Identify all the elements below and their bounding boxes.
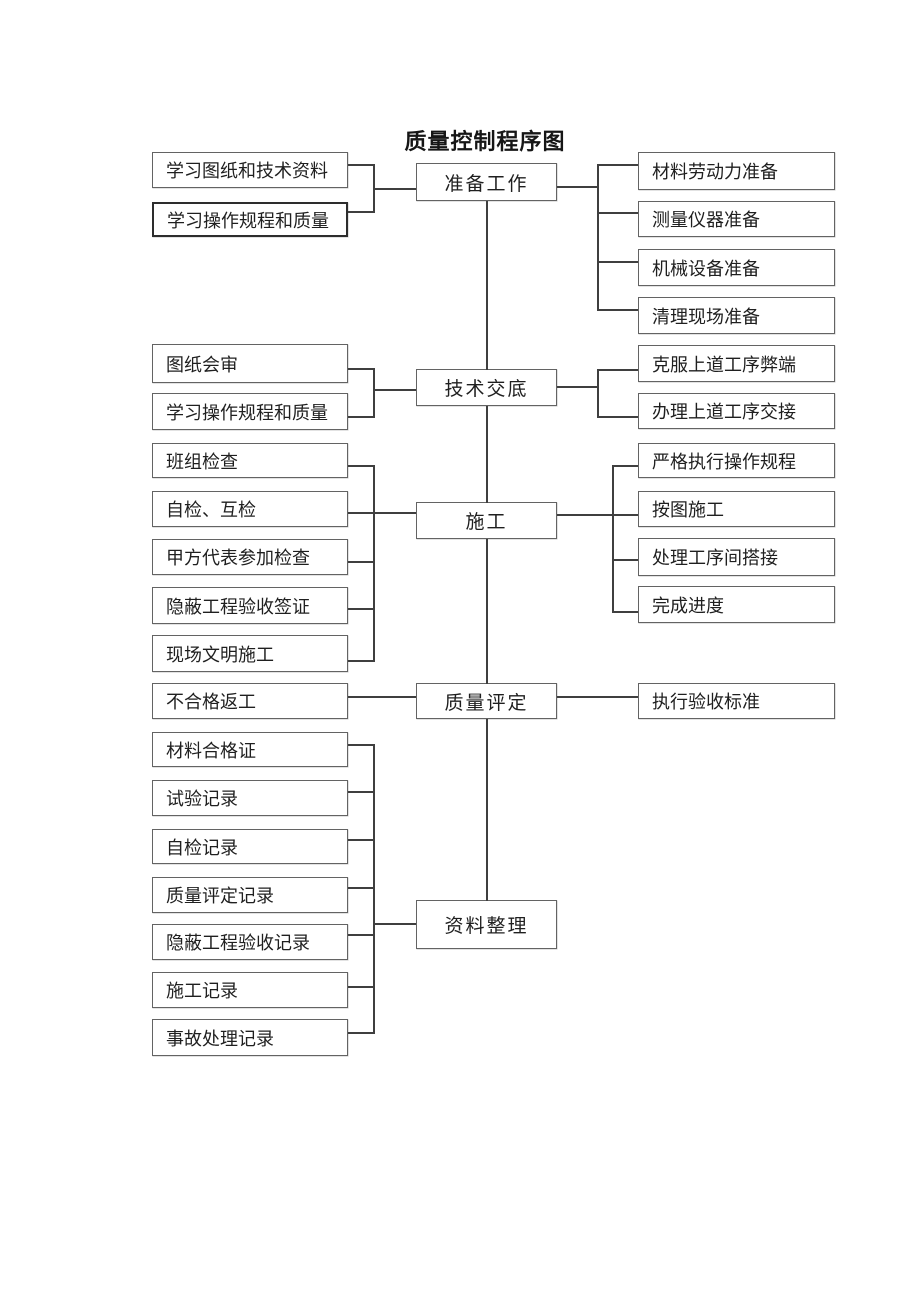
connector-line [599,261,638,263]
connector-line [348,416,373,418]
connector-line [373,744,375,1034]
connector-line [486,719,488,901]
task-box-site-civilized-construction: 现场文明施工 [152,635,348,672]
connector-line [373,389,416,391]
task-box-study-drawings-technical-data: 学习图纸和技术资料 [152,152,348,188]
connector-line [348,887,373,889]
connector-line [599,212,638,214]
connector-line [486,201,488,370]
connector-line [348,608,373,610]
connector-line [348,1032,373,1034]
connector-line [599,416,638,418]
connector-line [348,744,373,746]
connector-line [348,368,373,370]
connector-line [612,465,614,613]
task-box-accident-handling-records: 事故处理记录 [152,1019,348,1056]
task-box-concealed-work-acceptance-records: 隐蔽工程验收记录 [152,924,348,960]
connector-line [348,791,373,793]
task-box-study-operating-procedures-quality: 学习操作规程和质量 [152,202,348,237]
connector-line [614,559,638,561]
task-box-concealed-work-acceptance-signoff: 隐蔽工程验收签证 [152,587,348,624]
connector-line [373,188,416,190]
task-box-material-certificate: 材料合格证 [152,732,348,767]
task-box-acceptance-standards: 执行验收标准 [638,683,835,719]
connector-line [486,539,488,684]
connector-line [557,186,597,188]
connector-line [614,465,638,467]
diagram-title: 质量控制程序图 [404,129,566,154]
task-box-machinery-equipment-preparation: 机械设备准备 [638,249,835,286]
connector-line [348,561,373,563]
stage-box-quality-assessment: 质量评定 [416,683,557,719]
connector-line [348,211,373,213]
connector-line [348,986,373,988]
connector-line [348,696,416,698]
connector-line [599,369,638,371]
connector-line [597,369,599,418]
task-box-measuring-instrument-preparation: 测量仪器准备 [638,201,835,237]
connector-line [348,934,373,936]
task-box-study-operating-procedures-quality-2: 学习操作规程和质量 [152,393,348,430]
task-box-process-overlap-handling: 处理工序间搭接 [638,538,835,576]
connector-line [348,660,373,662]
connector-line [557,514,638,516]
task-box-site-clearing-preparation: 清理现场准备 [638,297,835,334]
connector-line [599,164,638,166]
task-box-owner-representative-inspection: 甲方代表参加检查 [152,539,348,575]
task-box-quality-assessment-records: 质量评定记录 [152,877,348,913]
task-box-overcome-prior-process-defects: 克服上道工序弊端 [638,345,835,382]
task-box-progress-completion: 完成进度 [638,586,835,623]
task-box-test-records: 试验记录 [152,780,348,816]
task-box-prior-process-handover: 办理上道工序交接 [638,393,835,429]
connector-line [373,465,375,662]
stage-box-preparation: 准备工作 [416,163,557,201]
connector-line [373,368,375,418]
task-box-nonconforming-rework: 不合格返工 [152,683,348,719]
task-box-drawing-joint-review: 图纸会审 [152,344,348,383]
stage-box-technical-disclosure: 技术交底 [416,369,557,406]
task-box-team-inspection: 班组检查 [152,443,348,478]
connector-line [557,696,638,698]
task-box-construct-per-drawings: 按图施工 [638,491,835,527]
task-box-construction-records: 施工记录 [152,972,348,1008]
connector-line [348,512,416,514]
connector-line [373,923,416,925]
task-box-self-mutual-inspection: 自检、互检 [152,491,348,527]
task-box-self-inspection-records: 自检记录 [152,829,348,864]
task-box-strict-operating-procedures: 严格执行操作规程 [638,443,835,478]
stage-box-data-organization: 资料整理 [416,900,557,949]
connector-line [599,309,638,311]
connector-line [486,406,488,503]
stage-box-construction: 施工 [416,502,557,539]
task-box-material-labor-preparation: 材料劳动力准备 [638,152,835,190]
connector-line [348,839,373,841]
connector-line [557,386,597,388]
connector-line [614,611,638,613]
connector-line [348,164,373,166]
connector-line [597,164,599,311]
connector-line [348,465,373,467]
